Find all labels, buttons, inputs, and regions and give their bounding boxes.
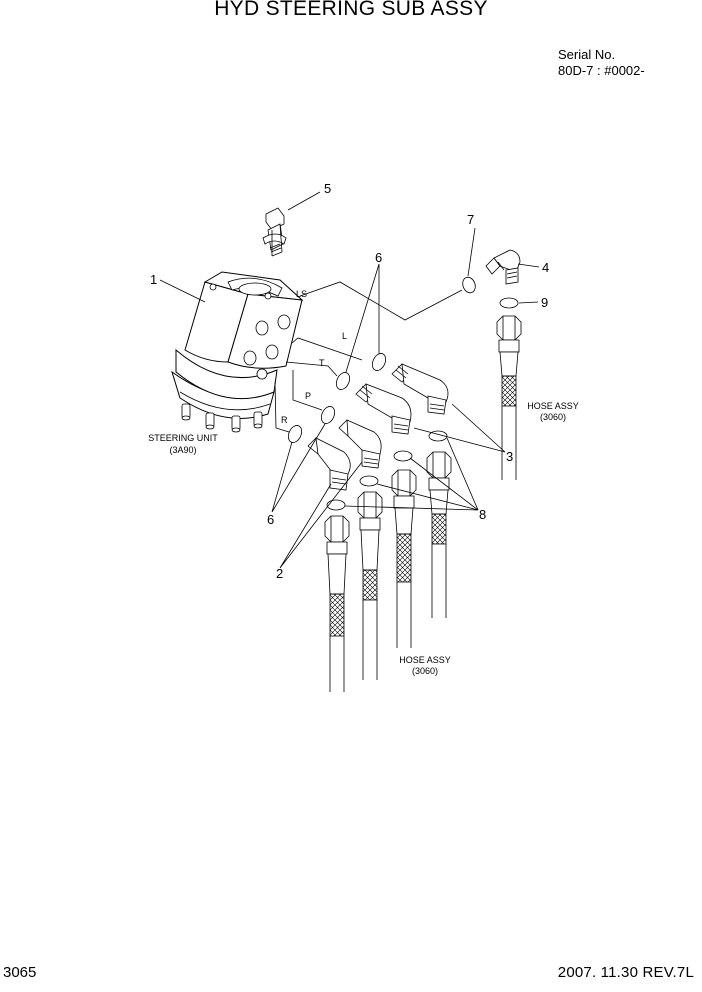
caption-steering-unit: STEERING UNIT [148, 433, 218, 443]
caption-hose-right: HOSE ASSY [527, 401, 579, 411]
callout-6-upper: 6 [375, 250, 382, 265]
page-title: HYD STEERING SUB ASSY [214, 0, 488, 20]
serial-label: Serial No. [558, 47, 616, 62]
hose-assembly-b [391, 469, 417, 648]
callout-5: 5 [324, 181, 331, 196]
port-label-p: P [305, 391, 311, 401]
caption-hose-bottom: HOSE ASSY [399, 655, 451, 665]
o-ring-part-7 [462, 276, 476, 294]
o-ring-part-6-l [371, 353, 387, 371]
page-number: 3065 [3, 964, 37, 981]
o-ring-part-6-r [287, 425, 303, 443]
serial-value: 80D-7 : #0002- [558, 63, 645, 78]
adaptor-part-2-lower [307, 437, 351, 491]
o-ring-part-8-d [326, 499, 346, 511]
callout-2: 2 [276, 566, 283, 581]
callout-9: 9 [541, 295, 548, 310]
bolt-part-5 [262, 207, 287, 257]
o-ring-part-8-b [393, 450, 413, 462]
o-ring-part-6-t [335, 372, 351, 390]
o-ring-part-8-c [359, 475, 379, 487]
hose-assembly-d [324, 515, 350, 692]
caption-hose-right-ref: (3060) [540, 412, 566, 422]
port-label-r: R [281, 415, 288, 425]
leader-lines [159, 191, 540, 569]
callout-7: 7 [467, 212, 474, 227]
o-ring-part-9 [499, 297, 519, 309]
hose-assembly-a [426, 451, 452, 618]
caption-hose-bottom-ref: (3060) [412, 666, 438, 676]
hose-assembly-c [357, 491, 383, 680]
port-label-t: T [319, 358, 325, 368]
serial-block: Serial No. 80D-7 : #0002- [558, 47, 645, 79]
callout-1: 1 [150, 272, 157, 287]
caption-steering-unit-ref: (3A90) [169, 445, 196, 455]
o-ring-part-6-p [320, 406, 336, 424]
callout-4: 4 [542, 260, 549, 275]
callout-3: 3 [506, 449, 513, 464]
adaptor-part-3-upper [391, 363, 449, 415]
steering-unit [171, 271, 304, 433]
port-label-ls: LS [296, 289, 307, 299]
revision-date: 2007. 11.30 REV.7L [557, 964, 694, 981]
port-label-l: L [342, 331, 347, 341]
hose-assembly-right [496, 315, 522, 480]
adaptor-part-2-upper [338, 419, 382, 469]
callout-6-lower: 6 [267, 512, 274, 527]
elbow-fitting-part-4 [485, 249, 521, 285]
adaptor-part-3-lower [355, 383, 412, 435]
callout-8: 8 [479, 507, 486, 522]
